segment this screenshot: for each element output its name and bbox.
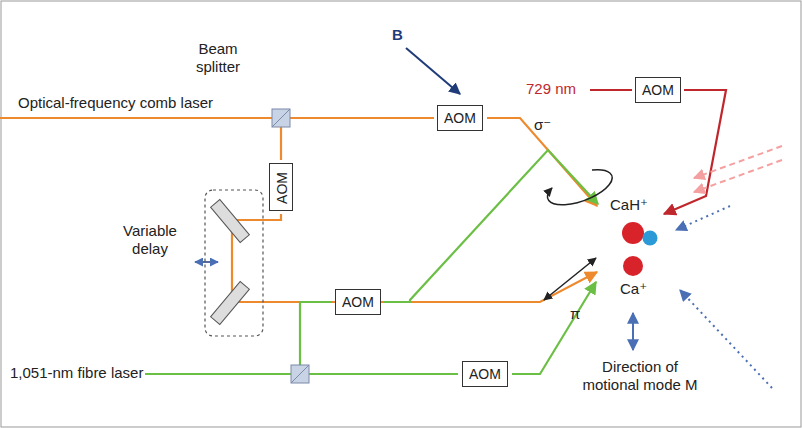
field-label: B (392, 26, 403, 44)
aom-label: AOM (342, 294, 374, 310)
component-label: Beam splitter (182, 40, 254, 76)
aom-label: AOM (274, 172, 290, 204)
laser-label: 729 nm (526, 80, 576, 98)
polarisation-label: π (570, 305, 580, 323)
aom-box: AOM (437, 105, 483, 131)
axis-label: Direction of motional mode M (572, 358, 708, 394)
laser-label: 1,051-nm fibre laser (10, 364, 143, 382)
laser-label: Optical-frequency comb laser (18, 94, 213, 112)
aom-box: AOM (335, 289, 381, 315)
polarisation-label: σ⁻ (534, 116, 551, 134)
aom-box: AOM (635, 77, 681, 103)
aom-label: AOM (469, 366, 501, 382)
aom-box: AOM (269, 163, 293, 211)
component-label: Variable delay (109, 222, 191, 258)
ion-label: Ca⁺ (620, 280, 647, 298)
aom-label: AOM (642, 82, 674, 98)
aom-box: AOM (462, 361, 508, 387)
ion-label: CaH⁺ (610, 196, 648, 214)
aom-label: AOM (444, 110, 476, 126)
